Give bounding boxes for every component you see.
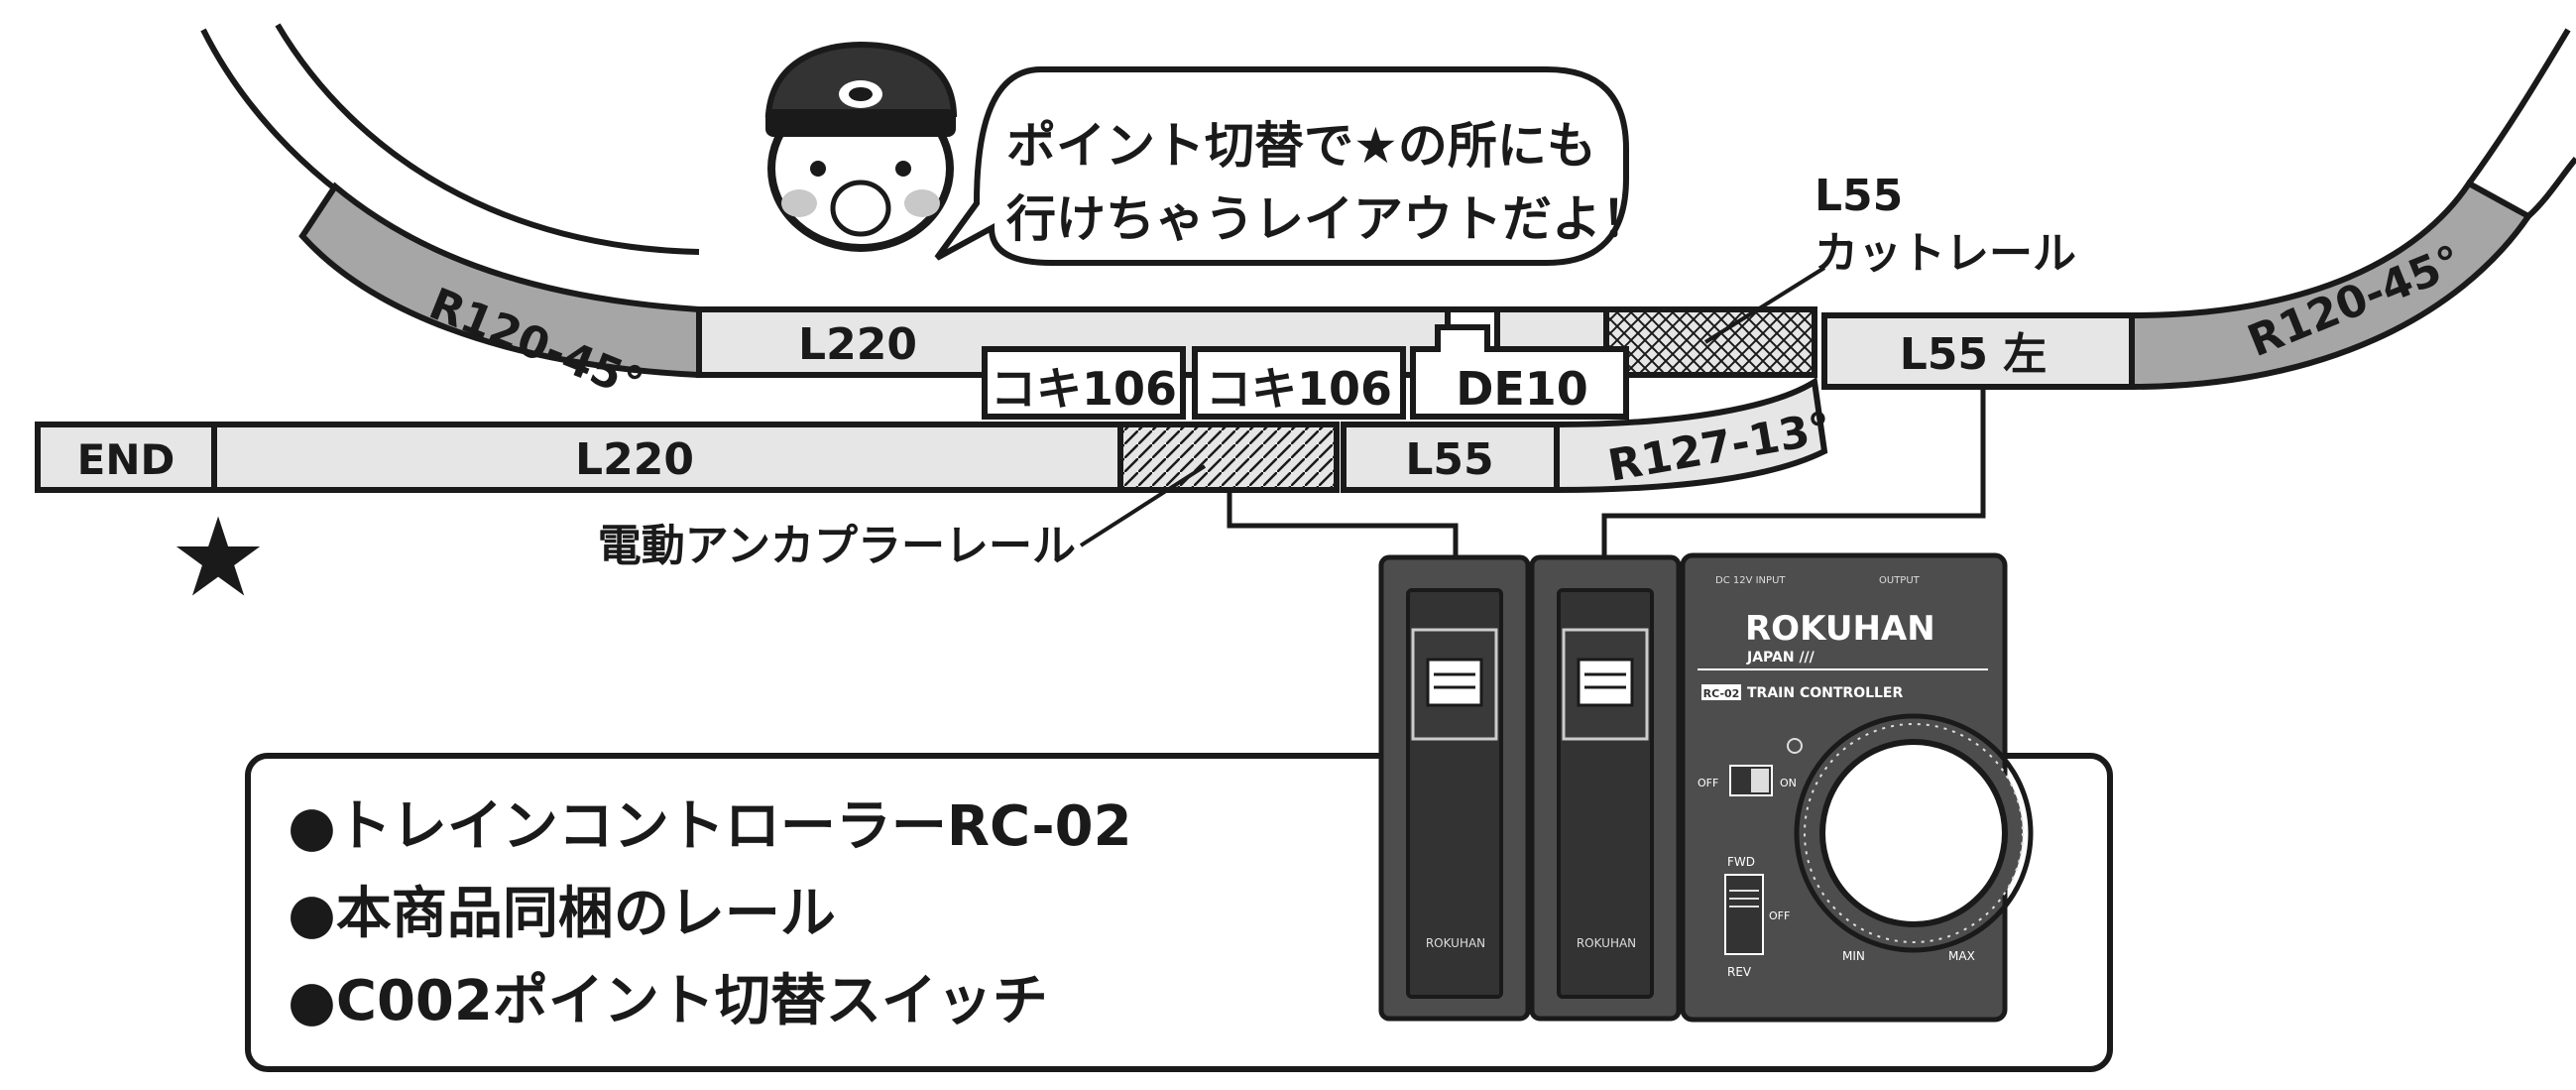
- switch-1-brand: ROKUHAN: [1426, 936, 1485, 950]
- speech-bubble-text: ポイント切替で★の所にも 行けちゃうレイアウトだよ！: [1006, 109, 1651, 256]
- legend-list: ●トレインコントローラーRC-02 ●本商品同梱のレール ●C002ポイント切替…: [288, 784, 1378, 1045]
- controller-model-tag: RC-02: [1703, 687, 1740, 700]
- label-uncoupler: 電動アンカプラーレール: [598, 521, 1076, 571]
- rolling-stock: コキ106 コキ106 DE10: [982, 324, 1629, 420]
- controller-brand-sub: JAPAN ///: [1746, 650, 1815, 666]
- locomotive-label: DE10: [1456, 362, 1588, 416]
- label-upper-l220: L220: [798, 319, 917, 370]
- point-switch-2[interactable]: ROKUHAN: [1529, 554, 1682, 1022]
- label-lower-l55: L55: [1405, 434, 1493, 485]
- lower-end-rail: END: [35, 422, 217, 493]
- controller-product: TRAIN CONTROLLER: [1747, 685, 1903, 701]
- wagon-label-1: コキ106: [991, 362, 1177, 416]
- legend-item-controller: ●トレインコントローラーRC-02: [288, 794, 1132, 859]
- label-lower-l220: L220: [575, 434, 694, 485]
- cut-rail-callout-line: [1703, 266, 1826, 344]
- wires: [1227, 387, 1986, 570]
- speech-bubble: [934, 66, 1629, 266]
- label-turnout: L55 左: [1900, 329, 2048, 380]
- upper-curve-left: R120-45°: [198, 23, 702, 410]
- star-marker: ★: [170, 494, 268, 621]
- speech-line-1: ポイント切替で★の所にも: [1006, 117, 1596, 175]
- train-controller: DC 12V INPUT OUTPUT ROKUHAN JAPAN /// RC…: [1680, 552, 2034, 1023]
- direction-off-label: OFF: [1769, 909, 1790, 922]
- uncoupler-rail: [1117, 422, 1340, 493]
- label-cut-rail: L55: [1815, 171, 1903, 221]
- direction-fwd-label: FWD: [1727, 855, 1755, 869]
- switch-2-brand: ROKUHAN: [1577, 936, 1636, 950]
- legend-item-switch: ●C002ポイント切替スイッチ: [288, 969, 1048, 1033]
- lower-straight-l220: L220: [211, 422, 1123, 493]
- speech-line-2: 行けちゃうレイアウトだよ！: [1006, 190, 1651, 248]
- legend-item-rails: ●本商品同梱のレール: [288, 882, 836, 946]
- speed-knob[interactable]: [1819, 739, 2008, 927]
- power-off-label: OFF: [1698, 777, 1718, 789]
- direction-rev-label: REV: [1727, 965, 1752, 979]
- direction-switch[interactable]: [1724, 874, 1764, 955]
- speed-min-label: MIN: [1842, 949, 1865, 963]
- uncoupler-callout-line: [1079, 464, 1207, 547]
- label-end: END: [77, 435, 176, 484]
- controller-top-right: OUTPUT: [1879, 575, 1921, 586]
- power-on-label: ON: [1780, 777, 1797, 789]
- speed-max-label: MAX: [1948, 949, 1975, 963]
- controller-brand: ROKUHAN: [1745, 609, 1935, 649]
- wagon-label-2: コキ106: [1206, 362, 1392, 416]
- controller-top-left: DC 12V INPUT: [1715, 575, 1786, 586]
- turnout-l55-left: L55 左: [1821, 312, 2135, 390]
- conductor-character: [764, 41, 958, 252]
- cut-rail-l55: [1603, 306, 1817, 378]
- label-cut-rail-2: カットレール: [1815, 228, 2076, 279]
- point-switch-1[interactable]: ROKUHAN: [1378, 554, 1531, 1022]
- lower-l55: L55: [1341, 422, 1560, 493]
- upper-curve-right: R120-45°: [2129, 28, 2576, 391]
